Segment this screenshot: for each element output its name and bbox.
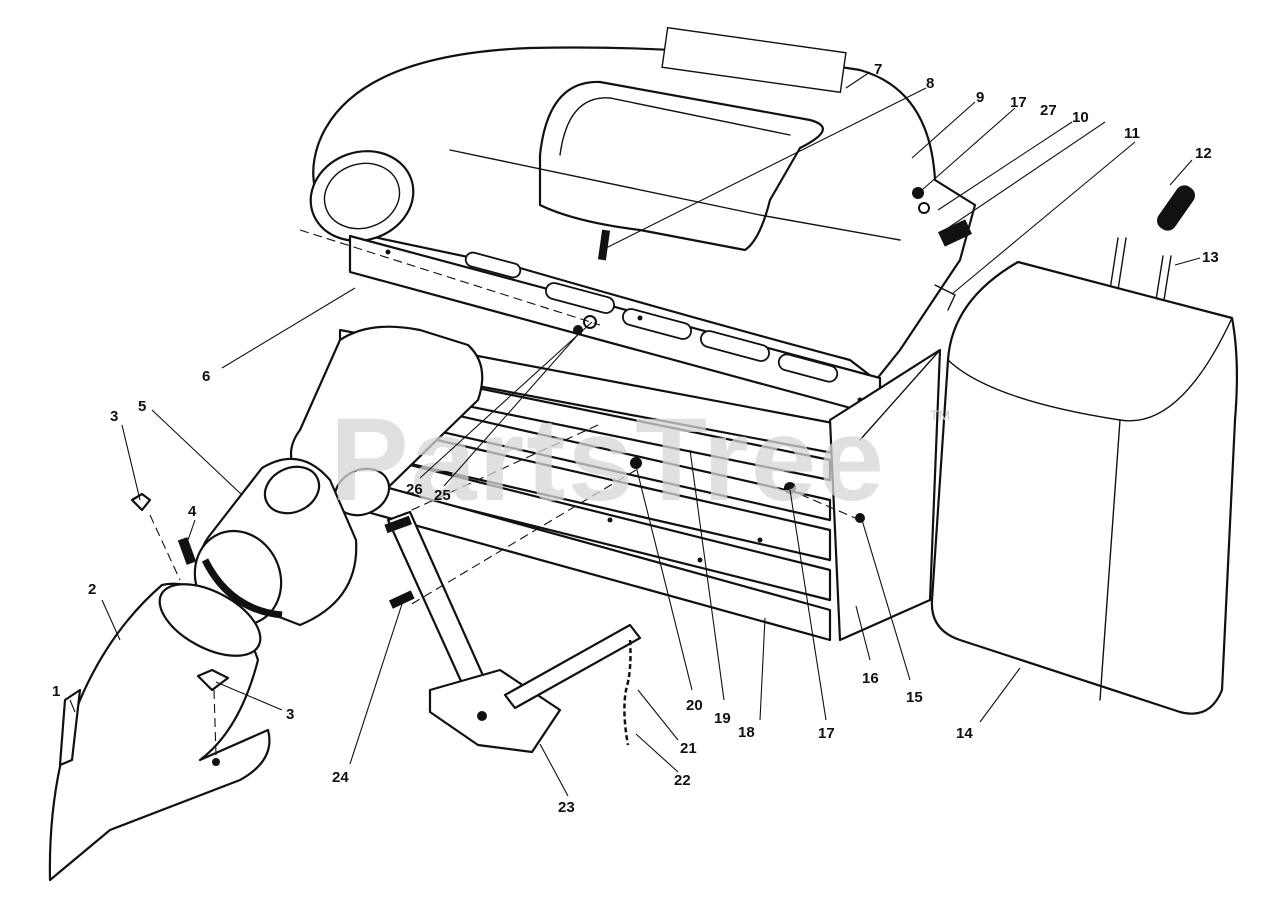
discharge-tube-lower [193,457,358,627]
callout-5: 5 [138,398,146,415]
callout-labels: 1 2 3 3 4 5 6 7 8 9 17 27 10 11 12 13 14… [52,61,1219,816]
callout-7: 7 [874,61,882,78]
callout-11: 11 [1124,125,1140,142]
callout-23: 23 [558,799,575,816]
callout-1: 1 [52,683,60,700]
callout-3a: 3 [110,408,118,425]
callout-20: 20 [686,697,703,714]
callout-22: 22 [674,772,691,789]
callout-9: 9 [976,89,984,106]
bag-handle-grip [1157,185,1195,231]
watermark-trademark: TM [930,407,950,423]
callout-17a: 17 [1010,94,1027,111]
watermark-text: PartsTree [330,394,886,526]
hardware [130,187,972,692]
chain [623,639,632,746]
callout-16: 16 [862,670,879,687]
callout-25: 25 [434,487,451,504]
callout-19: 19 [714,710,731,727]
callout-12: 12 [1195,145,1212,162]
callout-4: 4 [188,503,197,520]
callout-18: 18 [738,724,755,741]
callout-6: 6 [202,368,210,385]
callout-8: 8 [926,75,934,92]
discharge-tube-upper [289,325,484,517]
callout-13: 13 [1202,249,1219,266]
callout-26: 26 [406,481,423,498]
hood-mounting-flange [348,234,882,412]
alignment-lines [149,229,861,756]
support-stand [386,510,642,754]
callout-21: 21 [680,740,697,757]
bagger-hood [309,26,977,382]
callout-15: 15 [906,689,923,706]
callout-17b: 17 [818,725,835,742]
leader-lines [69,71,1201,797]
callout-24: 24 [332,769,349,786]
callout-2: 2 [88,581,96,598]
callout-27: 27 [1040,102,1057,119]
callout-3b: 3 [286,706,294,723]
callout-14: 14 [956,725,973,742]
callout-10: 10 [1072,109,1089,126]
grass-bag [930,237,1239,715]
discharge-chute [48,582,271,882]
